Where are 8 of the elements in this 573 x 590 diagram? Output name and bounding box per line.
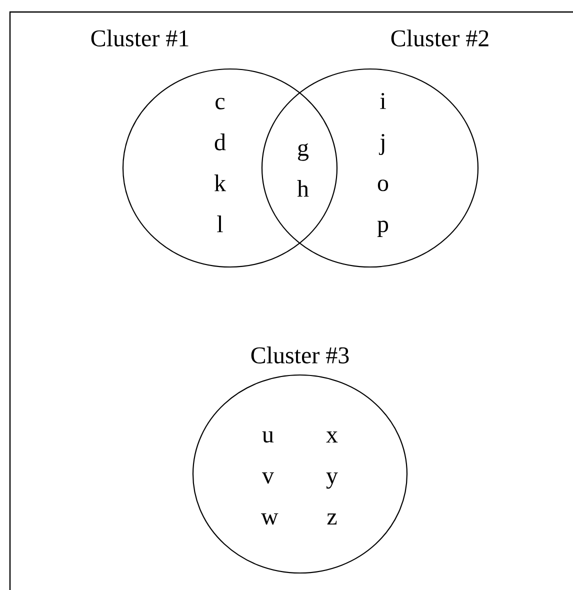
member-list: u v w (261, 431, 278, 525)
member-list: g h (297, 143, 309, 197)
member-list: i j o p (377, 93, 388, 237)
cluster-title: Cluster #3 (251, 346, 349, 364)
cluster-title: Cluster #1 (91, 30, 188, 46)
cluster-title: Cluster #2 (391, 30, 488, 46)
member-list: c d k l (214, 98, 226, 232)
member-list: x y z (326, 432, 338, 524)
